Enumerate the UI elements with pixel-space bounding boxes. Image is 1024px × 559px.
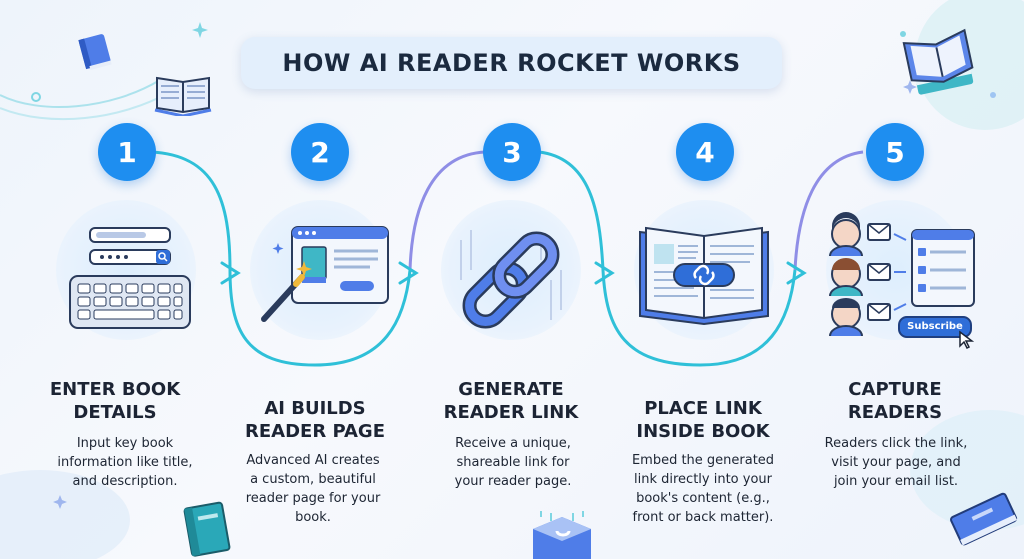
book-link-icon	[639, 226, 769, 326]
step-4-description: Embed the generated link directly into y…	[631, 453, 775, 525]
step-5-description: Readers click the link, visit your page,…	[824, 436, 968, 489]
title-banner: HOW AI READER ROCKET WORKS	[241, 37, 782, 89]
book-icon	[183, 501, 231, 557]
reader-capture-icon	[829, 212, 975, 337]
step-3-badge: 3	[483, 123, 541, 181]
step-4-heading: PLACE LINK INSIDE BOOK	[636, 398, 770, 442]
step-5-heading: CAPTURE READERS	[847, 379, 943, 423]
arrow-2	[398, 261, 419, 285]
step-5-badge: 5	[866, 123, 924, 181]
step-2-description: Advanced AI creates a custom, beautiful …	[245, 453, 381, 525]
cursor-icon	[959, 330, 974, 350]
step-4-badge: 4	[676, 123, 734, 181]
step-1-description: Input key book information like title, a…	[57, 436, 193, 489]
subscribe-button: Subscribe	[898, 316, 972, 338]
arrow-3	[594, 261, 615, 285]
connector-2-3	[408, 150, 486, 271]
connector-4-5	[793, 150, 864, 271]
link-chain-icon	[460, 230, 562, 329]
book-stack-icon	[902, 28, 974, 95]
step-3-description: Receive a unique, shareable link for you…	[454, 436, 572, 489]
step-2-heading: AI BUILDS READER PAGE	[245, 398, 385, 442]
step-1-heading: ENTER BOOK DETAILS	[49, 379, 181, 423]
book-icon	[78, 34, 112, 71]
arrow-1	[220, 261, 241, 285]
connector-1-2	[150, 150, 412, 367]
step-2-badge: 2	[291, 123, 349, 181]
open-book-icon	[154, 76, 212, 116]
arrow-4	[786, 261, 807, 285]
reader-avatar	[829, 212, 863, 257]
step-3-heading: GENERATE READER LINK	[443, 379, 579, 423]
connector-3-4	[538, 150, 797, 367]
book-icon	[950, 492, 1018, 546]
form-keyboard-icon	[69, 227, 191, 329]
cube-icon	[533, 511, 591, 559]
page-title: HOW AI READER ROCKET WORKS	[282, 49, 741, 77]
page-builder-icon	[261, 226, 389, 322]
step-1-badge: 1	[98, 123, 156, 181]
